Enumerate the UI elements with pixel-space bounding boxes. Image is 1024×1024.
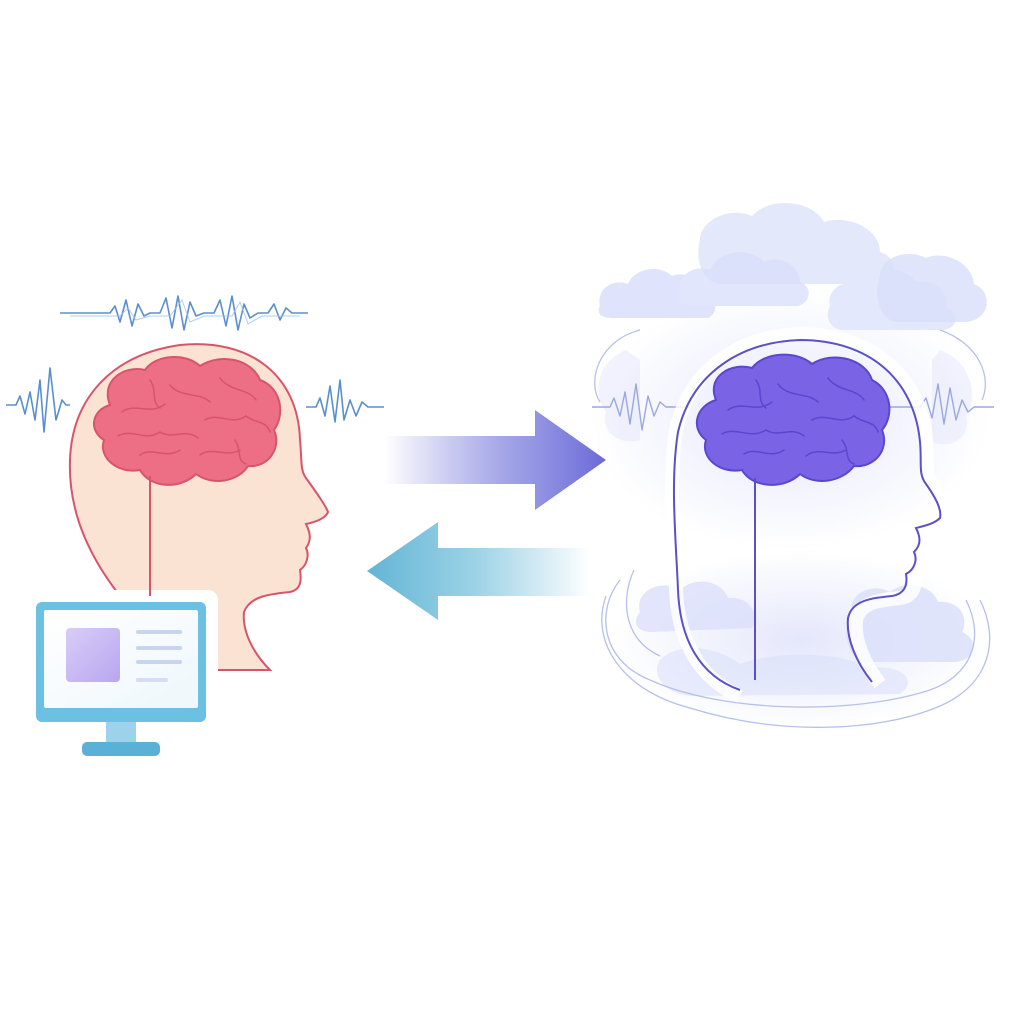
brain-wave-icon <box>592 383 690 431</box>
left-figure <box>6 295 384 756</box>
cloud-icon <box>598 203 987 696</box>
brain-icon <box>695 353 891 680</box>
head-profile-icon <box>672 338 942 691</box>
brain-wave-icon <box>880 383 994 425</box>
brain-icon <box>93 355 282 596</box>
swirl-lines <box>594 329 991 728</box>
exchange-arrows <box>367 410 606 620</box>
brain-wave-icon <box>306 379 384 423</box>
arrow-left-icon <box>367 522 590 620</box>
monitor-icon <box>36 602 206 756</box>
right-figure <box>590 203 994 730</box>
brain-wave-icon <box>60 295 308 331</box>
brain-wave-icon <box>6 367 70 433</box>
arrow-right-icon <box>385 410 606 510</box>
